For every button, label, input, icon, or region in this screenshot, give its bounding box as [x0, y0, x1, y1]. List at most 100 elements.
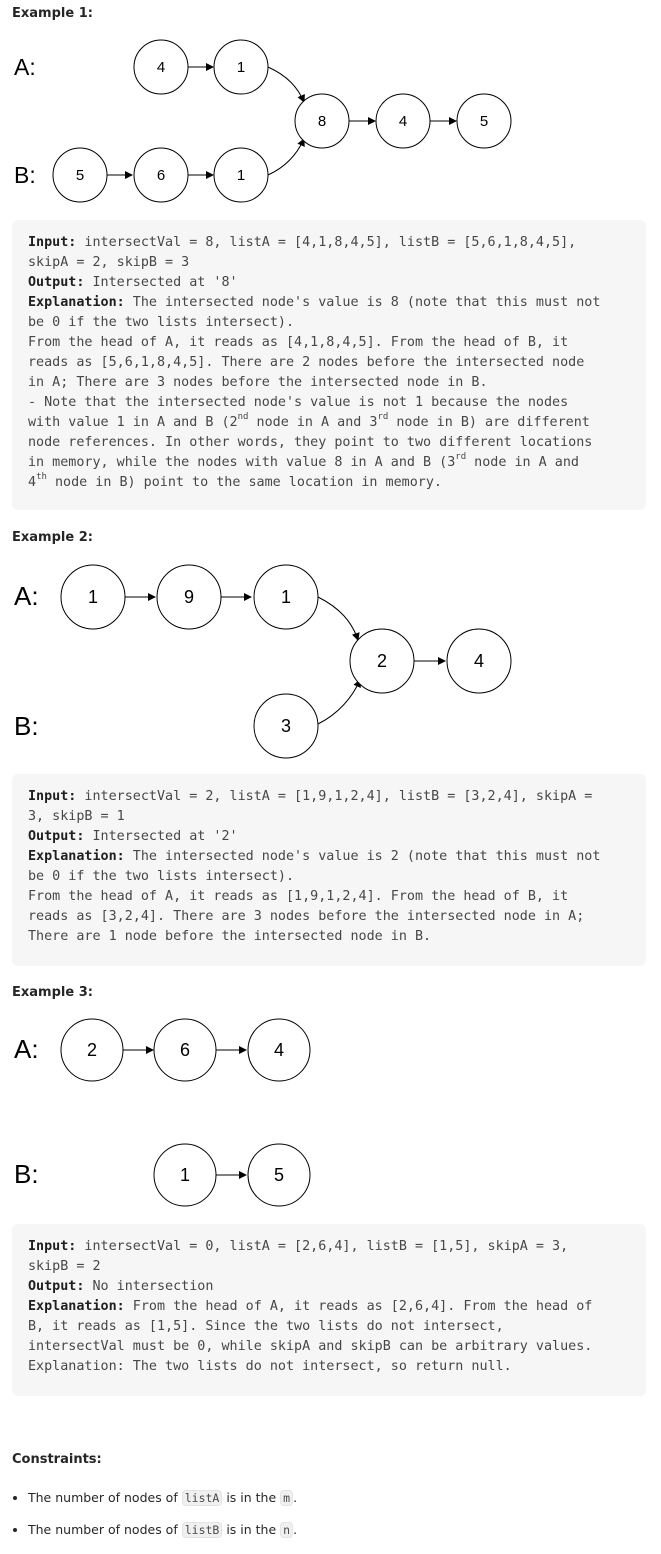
example-2-diagram: A: B: 1 9 1 3 2 4: [0, 560, 661, 765]
explanation-line: Explanation: The two lists do not inters…: [28, 1359, 512, 1374]
link-arrow: [317, 679, 361, 725]
constraint-item: The number of nodes of listA is in the m…: [28, 1490, 661, 1522]
node-b2: [247, 1143, 311, 1207]
input-line: skipA = 2, skipB = 3: [28, 255, 190, 270]
explanation-label: Explanation:: [28, 295, 125, 310]
link-arrow: [317, 596, 360, 641]
explanation-line: The intersected node's value is 8 (note …: [124, 295, 601, 310]
example-2-heading: Example 2:: [12, 530, 93, 545]
example-1-diagram: A: B: 4 1 5 6 1 8 4 5: [0, 28, 661, 208]
input-line: intersectVal = 8, listA = [4,1,8,4,5], l…: [76, 235, 577, 250]
explanation-label: Explanation:: [28, 849, 125, 864]
input-label: Input:: [28, 235, 77, 250]
link-arrow: [267, 138, 305, 176]
explanation-line: intersectVal must be 0, while skipA and …: [28, 1339, 593, 1354]
input-label: Input:: [28, 789, 77, 804]
node-b3-value: 1: [237, 167, 245, 184]
list-b-label: B:: [14, 162, 36, 188]
node-b2-value: 6: [157, 167, 165, 184]
constraints-list: The number of nodes of listA is in the m…: [0, 1490, 661, 1554]
output-label: Output:: [28, 275, 85, 290]
list-a-label: A:: [14, 581, 39, 611]
node-shared2-value: 4: [474, 651, 484, 671]
explanation-line: From the head of A, it reads as [4,1,8,4…: [28, 335, 569, 350]
ordinal-suffix: nd: [237, 412, 249, 422]
explanation-line: 4: [28, 475, 37, 490]
node-b1-value: 5: [76, 167, 84, 184]
constraint-text: .: [293, 1522, 298, 1537]
output-value: Intersected at '8': [84, 275, 238, 290]
explanation-line: From the head of A, it reads as [2,6,4].…: [124, 1299, 593, 1314]
constraint-text: The number of nodes of: [28, 1490, 182, 1505]
explanation-line: node in B) are different: [388, 415, 590, 430]
node-b1-value: 1: [180, 1165, 190, 1185]
list-b-label: B:: [14, 711, 39, 741]
explanation-line: with value 1 in A and B (2: [28, 415, 238, 430]
inline-code: listB: [181, 1522, 223, 1538]
output-value: Intersected at '2': [84, 829, 238, 844]
node-shared3: [456, 93, 512, 149]
input-line: skipB = 2: [28, 1259, 101, 1274]
link-arrow: [267, 66, 305, 103]
explanation-line: - Note that the intersected node's value…: [28, 395, 569, 410]
inline-code: n: [280, 1522, 294, 1538]
explanation-line: node in A and 3: [248, 415, 378, 430]
node-a1-value: 1: [88, 587, 98, 607]
node-a2-value: 6: [180, 1040, 190, 1060]
explanation-line: B, it reads as [1,5]. Since the two list…: [28, 1319, 504, 1334]
node-b2-value: 5: [274, 1165, 284, 1185]
explanation-line: node in A and: [466, 455, 579, 470]
explanation-line: reads as [3,2,4]. There are 3 nodes befo…: [28, 909, 585, 924]
node-a1-value: 2: [87, 1040, 97, 1060]
output-value: No intersection: [84, 1279, 214, 1294]
ordinal-suffix: th: [36, 472, 47, 482]
explanation-line: be 0 if the two lists intersect).: [28, 869, 295, 884]
explanation-line: be 0 if the two lists intersect).: [28, 315, 295, 330]
node-a2-value: 1: [237, 59, 245, 76]
explanation-line: reads as [5,6,1,8,4,5]. There are 2 node…: [28, 355, 585, 370]
explanation-line: node references. In other words, they po…: [28, 435, 593, 450]
example-2-box: Input: intersectVal = 2, listA = [1,9,1,…: [12, 774, 646, 966]
list-a-label: A:: [14, 54, 36, 80]
inline-code: m: [280, 1490, 294, 1506]
inline-code: listA: [181, 1490, 223, 1506]
node-a3: [247, 1018, 311, 1082]
constraint-text: The number of nodes of: [28, 1522, 182, 1537]
node-shared1-value: 8: [318, 113, 326, 130]
constraint-text: is in the: [222, 1522, 281, 1537]
input-line: intersectVal = 2, listA = [1,9,1,2,4], l…: [76, 789, 593, 804]
node-b1-value: 3: [281, 716, 291, 736]
explanation-line: in A; There are 3 nodes before the inter…: [28, 375, 488, 390]
explanation-line: There are 1 node before the intersected …: [28, 929, 432, 944]
output-label: Output:: [28, 829, 85, 844]
example-3-box: Input: intersectVal = 0, listA = [2,6,4]…: [12, 1224, 646, 1396]
explanation-line: in memory, while the nodes with value 8 …: [28, 455, 456, 470]
explanation-line: The intersected node's value is 2 (note …: [124, 849, 601, 864]
node-a3-value: 1: [281, 587, 291, 607]
node-shared2: [446, 628, 512, 694]
example-3-diagram: A: B: 2 6 4 1 5: [0, 1012, 661, 1212]
node-shared1-value: 2: [377, 651, 387, 671]
example-1-heading: Example 1:: [12, 6, 93, 21]
list-b-label: B:: [14, 1159, 39, 1189]
explanation-line: node in B) point to the same location in…: [46, 475, 442, 490]
node-a2-value: 9: [184, 587, 194, 607]
input-line: intersectVal = 0, listA = [2,6,4], listB…: [76, 1239, 569, 1254]
node-shared3-value: 5: [480, 113, 488, 130]
input-label: Input:: [28, 1239, 77, 1254]
list-a-label: A:: [14, 1034, 39, 1064]
constraint-text: .: [293, 1490, 298, 1505]
input-line: 3, skipB = 1: [28, 809, 125, 824]
example-1-box: Input: intersectVal = 8, listA = [4,1,8,…: [12, 220, 646, 510]
output-label: Output:: [28, 1279, 85, 1294]
ordinal-suffix: rd: [455, 452, 467, 462]
explanation-line: From the head of A, it reads as [1,9,1,2…: [28, 889, 569, 904]
explanation-label: Explanation:: [28, 1299, 125, 1314]
constraint-text: is in the: [222, 1490, 281, 1505]
ordinal-suffix: rd: [377, 412, 389, 422]
example-3-heading: Example 3:: [12, 985, 93, 1000]
node-b1: [253, 693, 319, 759]
node-a1-value: 4: [157, 59, 165, 76]
node-a3-value: 4: [274, 1040, 284, 1060]
constraint-item: The number of nodes of listB is in the n…: [28, 1522, 661, 1554]
